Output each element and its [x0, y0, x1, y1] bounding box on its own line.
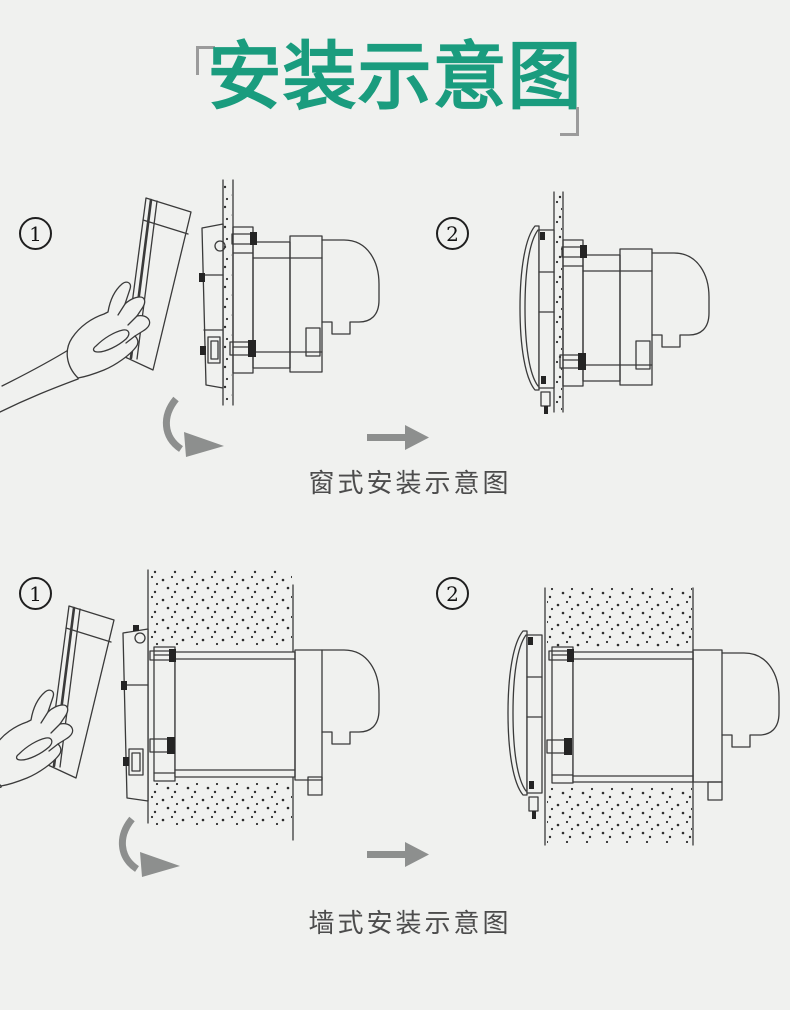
mounting-plate [121, 625, 149, 802]
window-pane [222, 179, 234, 406]
wall-step2-drawing [507, 587, 780, 846]
wall-step1-drawing [0, 569, 380, 841]
hand-icon [66, 281, 151, 379]
rotate-arrow-icon [162, 396, 224, 457]
title-bracket-bottom-right-icon [560, 107, 579, 136]
window-step-1-badge: 1 [19, 217, 52, 250]
fan-duct [546, 646, 780, 801]
hand-with-cover-panel [0, 197, 192, 413]
fan-unit [229, 226, 380, 374]
wall [147, 569, 294, 841]
window-pane [553, 191, 564, 413]
window-section-caption: 窗式安装示意图 [308, 469, 512, 499]
rotate-arrow-icon [118, 816, 180, 877]
front-cover [519, 225, 555, 414]
wall-step-1-badge: 1 [19, 577, 52, 610]
arm-line [1, 348, 71, 387]
right-arrow-icon [367, 425, 429, 450]
page-title: 安装示意图 [207, 34, 583, 120]
mounting-plate [199, 223, 226, 389]
wall [544, 587, 694, 846]
window-step2-drawing [519, 191, 710, 414]
title-bracket-top-left-icon [196, 46, 215, 75]
window-step1-drawing [0, 179, 380, 413]
hood [321, 239, 380, 335]
wall-step-2-badge: 2 [436, 577, 469, 610]
window-step-2-badge: 2 [436, 217, 469, 250]
right-arrow-icon [367, 842, 429, 867]
wall-section-caption: 墙式安装示意图 [308, 909, 512, 939]
fan-duct [149, 646, 380, 796]
